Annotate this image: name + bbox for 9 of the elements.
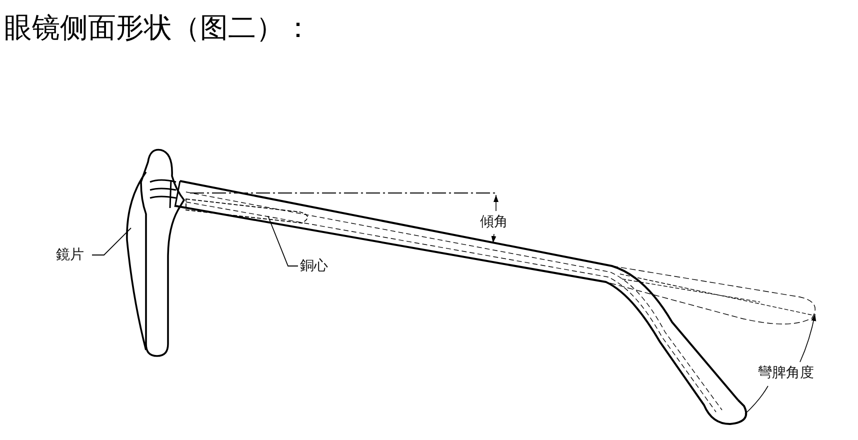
core-wire-part [186, 198, 308, 224]
angle-label: 傾角 [480, 213, 508, 231]
part-label: 鏡片 [56, 246, 84, 264]
leader-line [268, 216, 298, 266]
lens-part [126, 148, 185, 357]
diagram-title: 眼镜侧面形状（图二）： [4, 10, 312, 46]
part-label: 銅心 [300, 257, 328, 275]
angle-label: 彎脾角度 [758, 364, 814, 382]
leader-line [92, 228, 132, 256]
